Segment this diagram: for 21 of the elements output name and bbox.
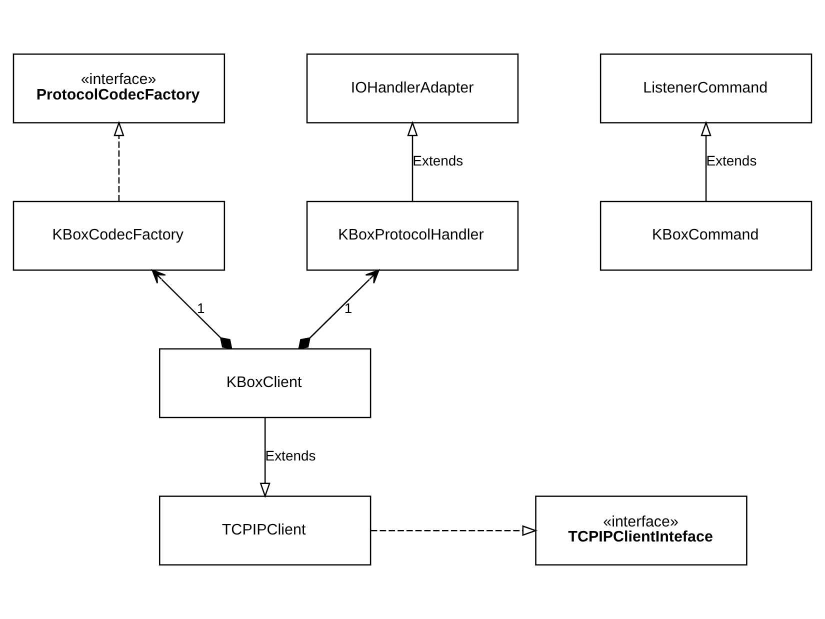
node-box: KBoxCommand <box>600 200 812 271</box>
arrow <box>370 525 538 536</box>
node-box: KBoxProtocolHandler <box>306 200 519 271</box>
edge-label: Extends <box>265 447 316 464</box>
node-box: «interface» ProtocolCodecFactory <box>12 53 226 124</box>
node-box: TCPIPClient <box>159 496 372 566</box>
node-box: KBoxCodecFactory <box>12 200 226 271</box>
arrow <box>114 120 124 202</box>
node-box: KBoxClient <box>159 348 372 418</box>
edge-label: 1 <box>344 300 352 316</box>
node-box: ListenerCommand <box>600 53 812 124</box>
node-box: «interface» TCPIPClientInteface <box>535 496 748 566</box>
arrow <box>407 120 418 202</box>
edge-label: Extends <box>706 152 757 169</box>
edge-label: Extends <box>412 152 464 169</box>
arrow <box>298 270 380 350</box>
edge-label: 1 <box>197 300 205 316</box>
arrow <box>152 270 232 350</box>
arrow <box>260 418 270 498</box>
arrow <box>700 120 712 202</box>
node-box: IOHandlerAdapter <box>306 53 519 124</box>
